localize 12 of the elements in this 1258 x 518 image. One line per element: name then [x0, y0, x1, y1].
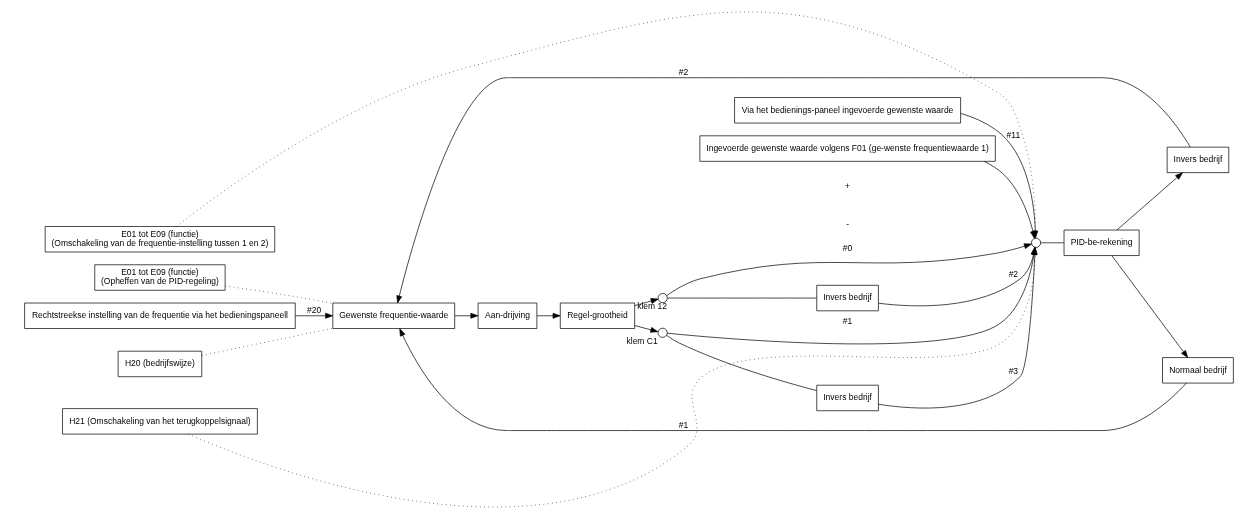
node-label: klem 12: [637, 300, 667, 311]
node-label: klem C1: [626, 335, 658, 346]
edge-label: #3: [1008, 365, 1019, 376]
edge-label: #1: [678, 419, 689, 430]
edge-label: #1: [842, 315, 853, 326]
edge-label: #20: [306, 304, 322, 315]
label: -: [846, 218, 850, 229]
label: +: [845, 180, 851, 191]
edge-label: #2: [1008, 268, 1019, 279]
edge-label: #11: [1006, 129, 1021, 140]
edge-label: #2: [678, 66, 689, 77]
edge-label: #0: [842, 242, 853, 253]
